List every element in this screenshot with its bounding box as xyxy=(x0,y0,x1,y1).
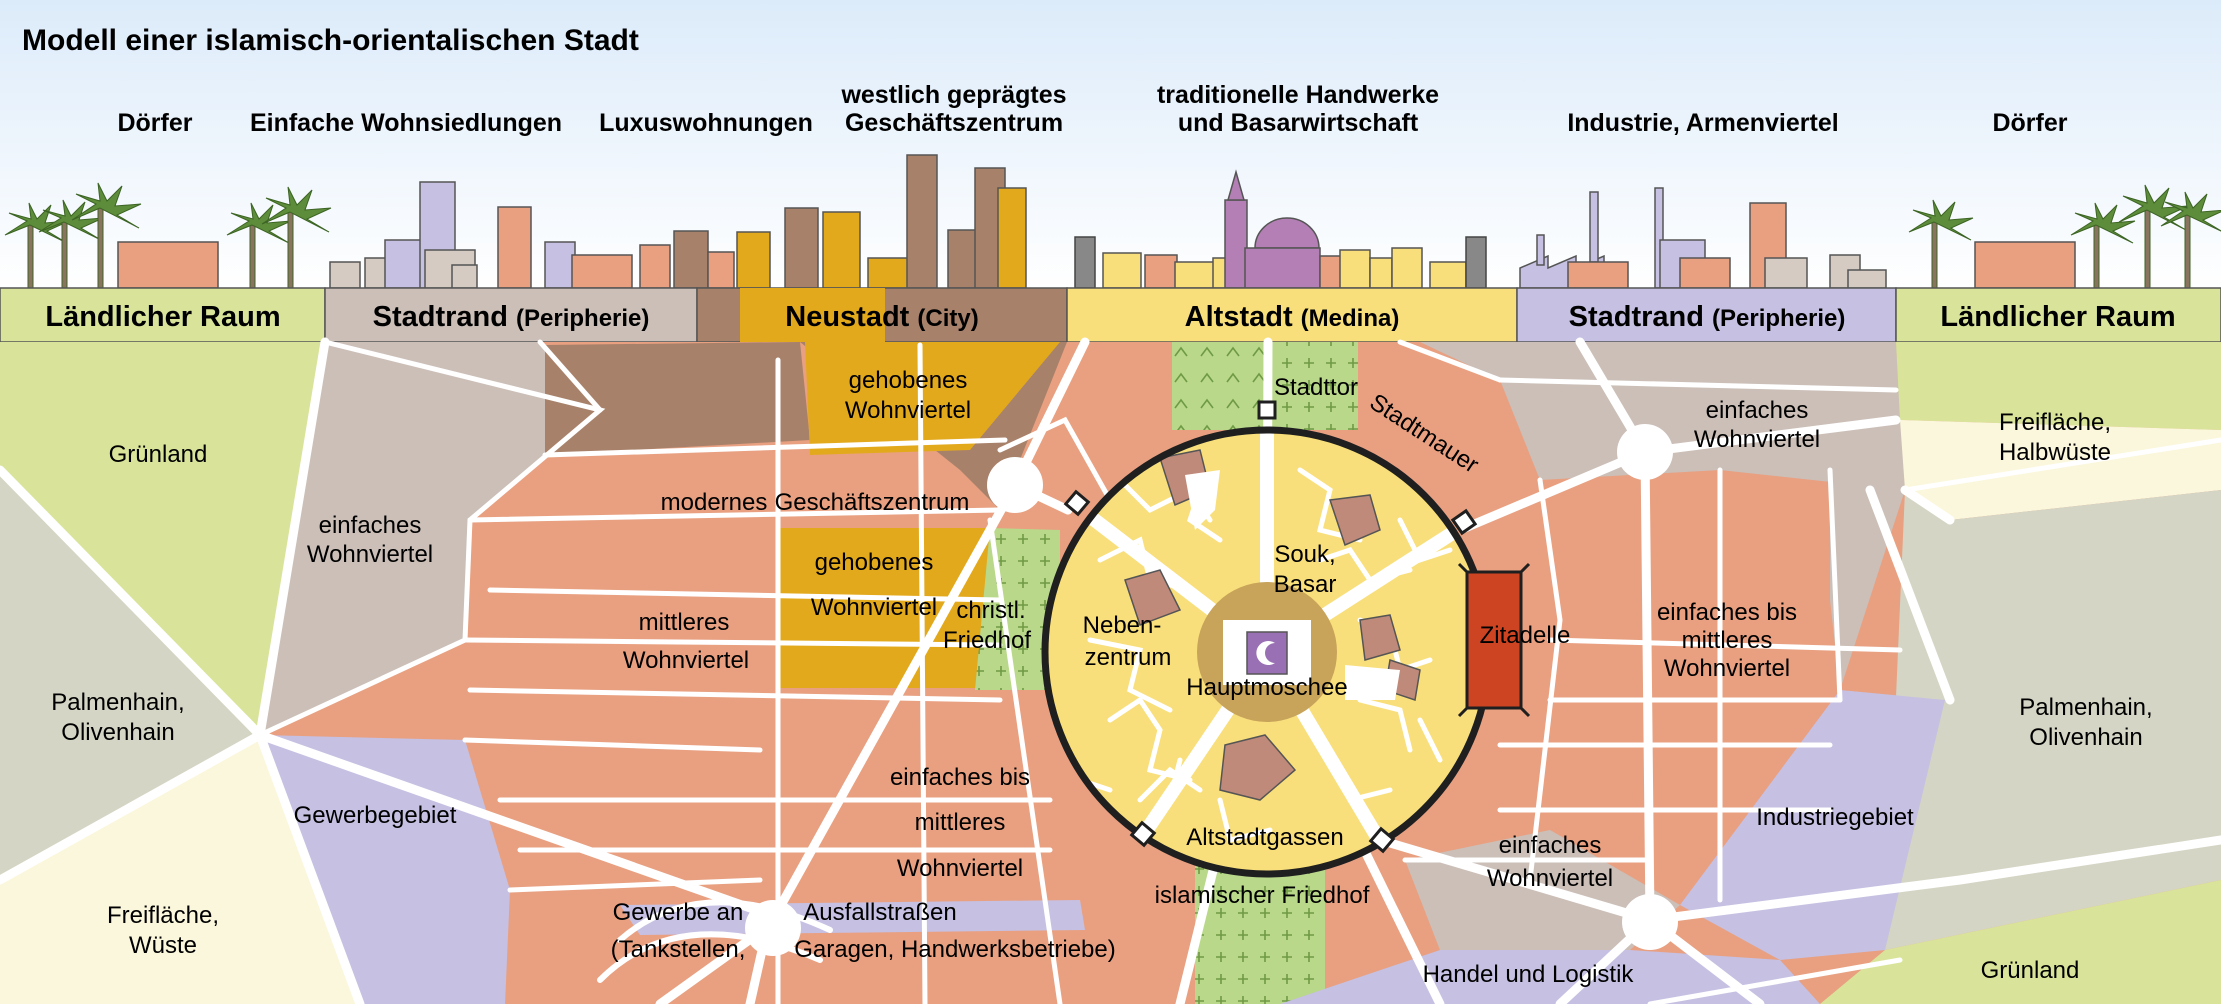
label-modernes: modernes xyxy=(661,489,768,516)
label-gehobenes-mid-1: gehobenes xyxy=(815,549,934,576)
label-mittleres-2: Wohnviertel xyxy=(623,647,749,674)
label-einfaches-bis-r-1: einfaches bis xyxy=(1657,599,1797,626)
zone-laendlich-right: Ländlicher Raum xyxy=(1940,301,2175,333)
label-geschaeftszentrum: Geschäftszentrum xyxy=(775,489,970,516)
gate-east xyxy=(1450,508,1478,536)
label-gehobenes-top-2: Wohnviertel xyxy=(845,397,971,424)
label-islamischer-friedhof: islamischer Friedhof xyxy=(1155,882,1370,909)
crescent-icon xyxy=(1256,641,1275,666)
label-einfaches-left-2: Wohnviertel xyxy=(307,541,433,568)
label-gewerbe-4: Garagen, Handwerksbetriebe) xyxy=(794,936,1116,963)
label-stadttor: Stadttor xyxy=(1274,374,1358,401)
label-gruenland-right: Grünland xyxy=(1981,957,2080,984)
label-gehobenes-mid-2: Wohnviertel xyxy=(811,594,937,621)
label-freiflaeche-left-2: Wüste xyxy=(129,932,197,959)
zone-neustadt: Neustadt (City) xyxy=(785,301,978,333)
label-gewerbe-1: Gewerbe an xyxy=(613,899,744,926)
caption-traditionelle-1: traditionelle Handwerke xyxy=(1157,81,1439,109)
mosque-dome xyxy=(1254,217,1320,249)
old-city xyxy=(1041,400,1531,878)
diagram-title: Modell einer islamisch-orientalischen St… xyxy=(22,24,639,57)
sky-background xyxy=(0,0,2221,290)
zone-bar xyxy=(0,287,2221,343)
label-einfaches-bis-c-2: mittleres xyxy=(915,809,1006,836)
label-handel: Handel und Logistik xyxy=(1423,961,1635,988)
caption-industrie: Industrie, Armenviertel xyxy=(1567,109,1838,137)
caption-luxuswohnungen: Luxuswohnungen xyxy=(599,109,813,137)
label-einfaches-bis-c-1: einfaches bis xyxy=(890,764,1030,791)
label-freiflaeche-right-2: Halbwüste xyxy=(1999,439,2111,466)
label-gewerbe-2: Ausfallstraßen xyxy=(803,899,956,926)
caption-doerfer-right: Dörfer xyxy=(1992,109,2067,137)
roundabouts xyxy=(745,424,1678,956)
gate-southeast xyxy=(1368,826,1396,854)
label-einfaches-right-2: Wohnviertel xyxy=(1694,426,1820,453)
minaret xyxy=(1224,199,1248,289)
label-palmenhain-right-1: Palmenhain, xyxy=(2019,694,2152,721)
label-freiflaeche-right-1: Freifläche, xyxy=(1999,409,2111,436)
skyline xyxy=(4,154,2221,289)
labels: Modell einer islamisch-orientalischen St… xyxy=(22,24,2176,988)
label-palmenhain-left-1: Palmenhain, xyxy=(51,689,184,716)
label-neben-1: Neben- xyxy=(1083,612,1162,639)
caption-traditionelle-2: und Basarwirtschaft xyxy=(1178,109,1419,137)
label-gewerbegebiet: Gewerbegebiet xyxy=(294,802,457,829)
zone-altstadt: Altstadt (Medina) xyxy=(1185,301,1400,333)
label-mittleres-1: mittleres xyxy=(639,609,730,636)
caption-einfache-wohnsiedlungen: Einfache Wohnsiedlungen xyxy=(250,109,562,137)
label-einfaches-bis-c-3: Wohnviertel xyxy=(897,855,1023,882)
label-palmenhain-right-2: Olivenhain xyxy=(2029,724,2142,751)
label-zitadelle: Zitadelle xyxy=(1480,622,1571,649)
label-altstadtgassen: Altstadtgassen xyxy=(1186,824,1343,851)
label-christl-1: christl. xyxy=(956,597,1025,624)
label-einfaches-bis-r-3: Wohnviertel xyxy=(1664,655,1790,682)
label-gruenland-left: Grünland xyxy=(109,441,208,468)
caption-westlich-2: Geschäftszentrum xyxy=(845,109,1063,137)
label-einfaches-br-2: Wohnviertel xyxy=(1487,865,1613,892)
citadel xyxy=(1465,570,1523,710)
label-einfaches-bis-r-2: mittleres xyxy=(1682,627,1773,654)
caption-westlich-1: westlich geprägtes xyxy=(840,81,1066,109)
label-einfaches-left-1: einfaches xyxy=(319,512,422,539)
zone-stadtrand-right: Stadtrand (Peripherie) xyxy=(1569,301,1846,333)
label-palmenhain-left-2: Olivenhain xyxy=(61,719,174,746)
mosque-icon xyxy=(1246,631,1288,675)
label-souk-2: Basar xyxy=(1274,571,1337,598)
gate-northwest xyxy=(1063,489,1091,517)
road-network xyxy=(0,337,2221,1004)
label-einfaches-br-1: einfaches xyxy=(1499,832,1602,859)
gate-southwest xyxy=(1129,820,1157,848)
zone-laendlich-left: Ländlicher Raum xyxy=(45,301,280,333)
label-freiflaeche-left-1: Freifläche, xyxy=(107,902,219,929)
label-neben-2: zentrum xyxy=(1085,644,1172,671)
label-hauptmoschee: Hauptmoschee xyxy=(1186,674,1347,701)
label-gewerbe-3: (Tankstellen, xyxy=(611,936,746,963)
caption-doerfer-left: Dörfer xyxy=(117,109,192,137)
gate-north xyxy=(1257,400,1277,420)
label-souk-1: Souk, xyxy=(1274,541,1335,568)
label-industriegebiet: Industriegebiet xyxy=(1756,804,1914,831)
zone-stadtrand-left: Stadtrand (Peripherie) xyxy=(373,301,650,333)
label-gehobenes-top-1: gehobenes xyxy=(849,367,968,394)
label-einfaches-right-1: einfaches xyxy=(1706,397,1809,424)
label-christl-2: Friedhof xyxy=(943,627,1031,654)
